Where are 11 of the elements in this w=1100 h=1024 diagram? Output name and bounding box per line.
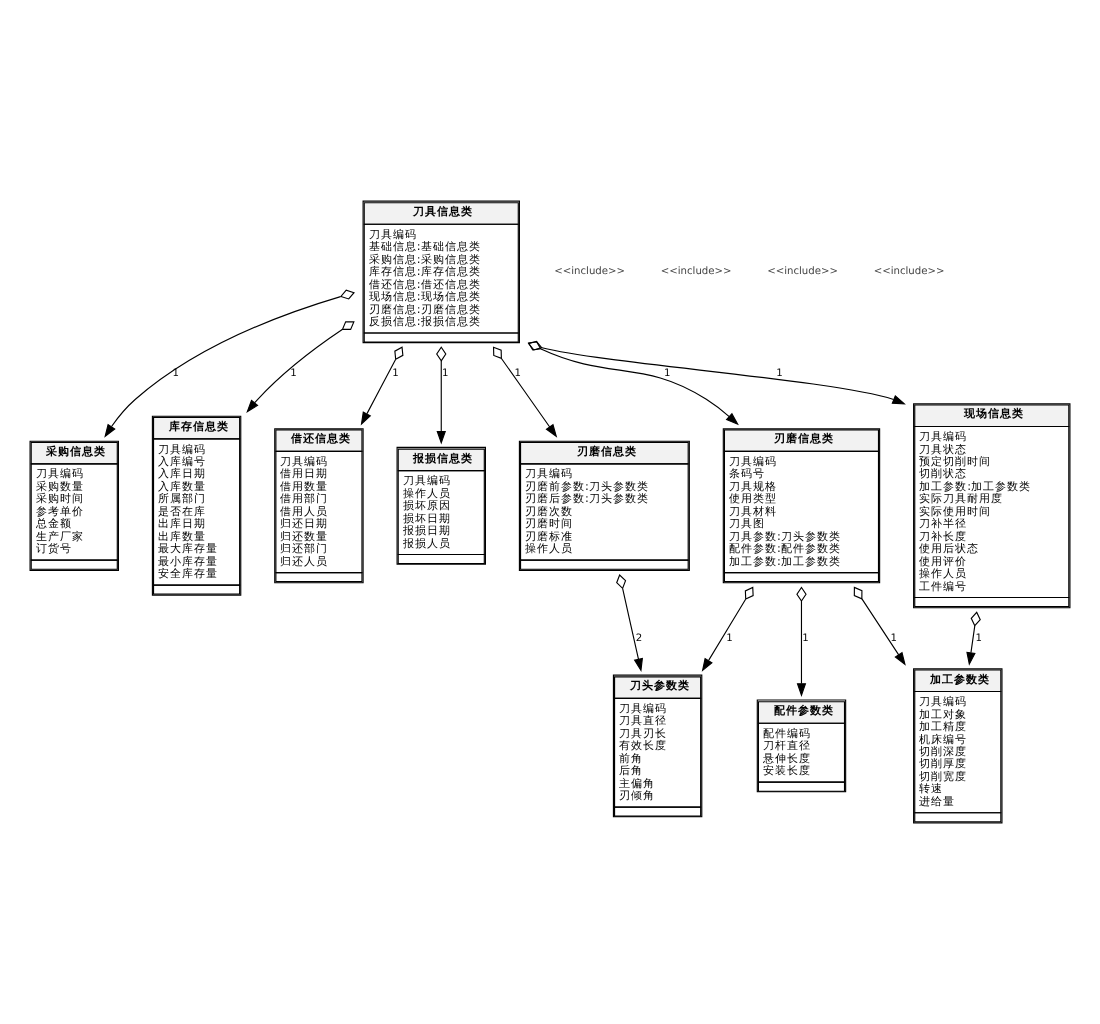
arrow [527, 340, 906, 405]
arrow [796, 586, 807, 697]
arrow [527, 341, 739, 426]
arrow [853, 586, 906, 666]
arrow [966, 611, 981, 666]
arrow [436, 346, 447, 445]
arrow [246, 321, 355, 413]
arrow [492, 346, 558, 438]
arrow [701, 586, 754, 672]
arrow [616, 574, 643, 673]
arrow [360, 346, 404, 426]
